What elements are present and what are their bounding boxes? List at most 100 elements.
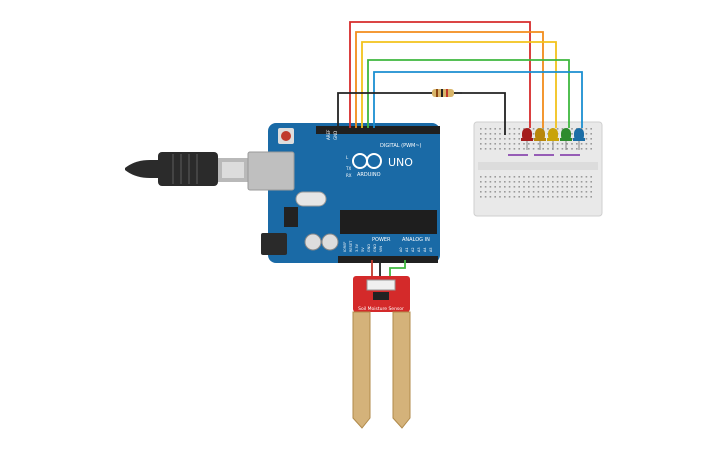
breadboard-hole: [528, 176, 530, 178]
breadboard-hole: [552, 176, 554, 178]
tx-label: TX: [345, 166, 351, 171]
breadboard-hole: [580, 196, 583, 198]
wire-red: [349, 21, 531, 128]
reset-button: [281, 131, 291, 141]
breadboard-hole: [499, 191, 501, 193]
breadboard-hole: [480, 181, 482, 183]
breadboard-hole: [552, 181, 554, 183]
breadboard-hole: [489, 128, 492, 130]
breadboard-hole: [556, 181, 559, 183]
breadboard-hole: [532, 143, 535, 145]
breadboard-hole: [494, 191, 496, 193]
breadboard-hole: [518, 143, 520, 145]
l-label: L: [346, 155, 349, 160]
breadboard-hole: [480, 128, 482, 130]
breadboard: [473, 121, 603, 217]
breadboard-hole: [489, 186, 492, 188]
breadboard-hole: [576, 186, 578, 188]
breadboard-hole: [580, 176, 583, 178]
breadboard-hole: [518, 186, 520, 188]
breadboard-hole: [532, 128, 535, 130]
breadboard-hole: [585, 176, 588, 178]
breadboard-hole: [494, 196, 496, 198]
breadboard-hole: [508, 186, 511, 188]
breadboard-hole: [566, 186, 568, 188]
breadboard-hole: [532, 133, 535, 135]
breadboard-hole: [513, 148, 516, 150]
breadboard-hole: [484, 181, 487, 183]
breadboard-hole: [590, 196, 592, 198]
breadboard-hole: [556, 176, 559, 178]
breadboard-hole: [537, 196, 540, 198]
breadboard-hole: [518, 148, 520, 150]
breadboard-hole: [523, 181, 525, 183]
analog-pin-label: A4: [423, 247, 427, 252]
breadboard-hole: [508, 133, 511, 135]
breadboard-hole: [542, 196, 544, 198]
analog-power-header: [338, 256, 438, 263]
breadboard-hole: [480, 133, 482, 135]
breadboard-hole: [504, 148, 506, 150]
breadboard-hole: [484, 128, 487, 130]
breadboard-hole: [489, 176, 492, 178]
digital-label: DIGITAL (PWM~): [380, 143, 422, 149]
breadboard-hole: [504, 181, 506, 183]
breadboard-hole: [590, 191, 592, 193]
usb-cable: [125, 152, 248, 186]
breadboard-hole: [494, 176, 496, 178]
breadboard-hole: [518, 196, 520, 198]
breadboard-hole: [571, 196, 573, 198]
breadboard-hole: [508, 196, 511, 198]
breadboard-hole: [513, 181, 516, 183]
breadboard-hole: [590, 176, 592, 178]
power-jack: [261, 233, 287, 255]
breadboard-hole: [494, 128, 496, 130]
breadboard-hole: [480, 191, 482, 193]
wire-ground-bb: [454, 92, 506, 135]
breadboard-hole: [494, 138, 496, 140]
breadboard-hole: [499, 196, 501, 198]
breadboard-hole: [542, 191, 544, 193]
breadboard-hole: [518, 138, 520, 140]
breadboard-hole: [580, 181, 583, 183]
breadboard-hole: [585, 186, 588, 188]
breadboard-hole: [489, 196, 492, 198]
power-pin-label: GND: [373, 244, 377, 252]
breadboard-hole: [523, 148, 525, 150]
breadboard-hole: [532, 138, 535, 140]
breadboard-hole: [576, 196, 578, 198]
breadboard-hole: [590, 133, 592, 135]
breadboard-hole: [566, 196, 568, 198]
led: [573, 128, 585, 150]
breadboard-hole: [508, 191, 511, 193]
led: [547, 128, 559, 150]
breadboard-hole: [580, 186, 583, 188]
breadboard-hole: [484, 176, 487, 178]
breadboard-hole: [585, 138, 588, 140]
analog-pin-label: A1: [405, 247, 409, 252]
wire-yellow: [361, 41, 557, 128]
breadboard-hole: [561, 181, 564, 183]
breadboard-hole: [571, 148, 573, 150]
breadboard-hole: [504, 143, 506, 145]
breadboard-hole: [556, 128, 559, 130]
crystal: [295, 191, 327, 207]
breadboard-hole: [590, 143, 592, 145]
breadboard-hole: [556, 191, 559, 193]
breadboard-hole: [504, 138, 506, 140]
sensor-label: Soil Moisture Sensor: [358, 306, 404, 312]
breadboard-hole: [590, 148, 592, 150]
breadboard-hole: [571, 176, 573, 178]
breadboard-hole: [518, 176, 520, 178]
breadboard-hole: [494, 181, 496, 183]
breadboard-hole: [528, 143, 530, 145]
breadboard-hole: [484, 191, 487, 193]
breadboard-hole: [494, 143, 496, 145]
breadboard-hole: [532, 186, 535, 188]
led: [534, 128, 546, 150]
breadboard-hole: [537, 191, 540, 193]
rx-label: RX: [346, 173, 352, 178]
sensor-probe-left: [352, 311, 371, 429]
breadboard-hole: [513, 133, 516, 135]
breadboard-hole: [513, 143, 516, 145]
